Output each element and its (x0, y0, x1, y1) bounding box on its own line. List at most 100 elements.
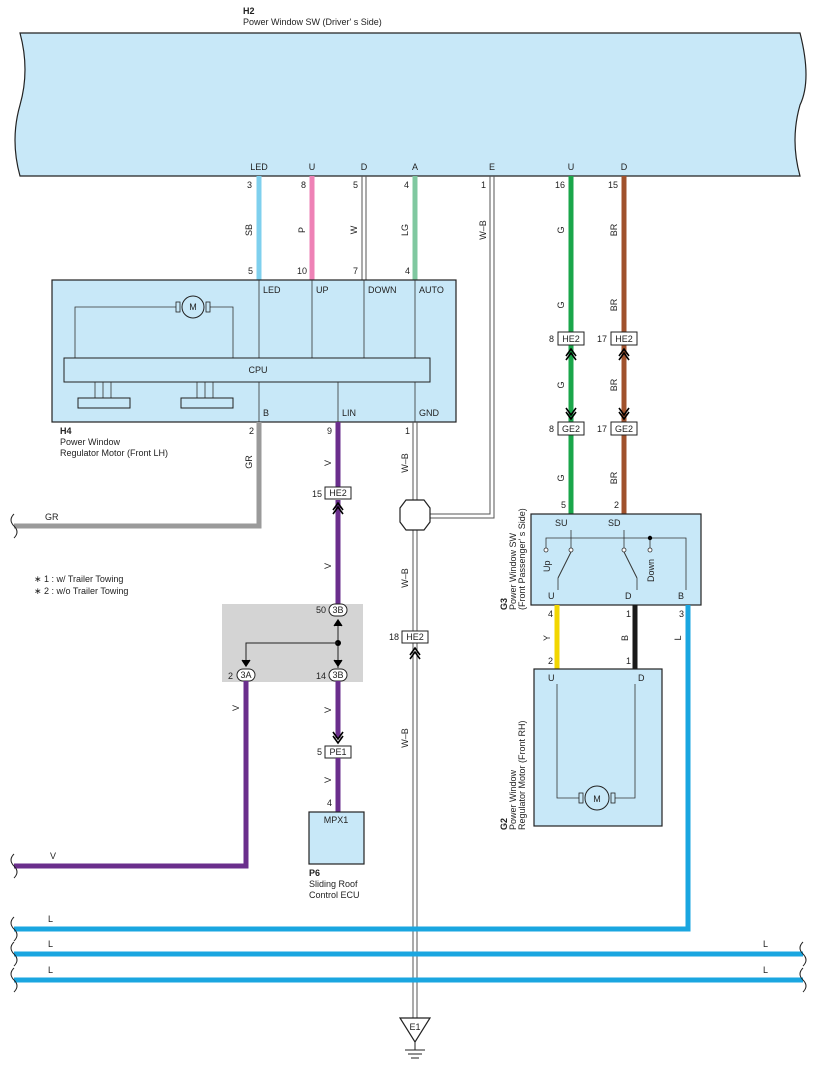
h2-term-a: A (412, 162, 418, 172)
svg-text:GE2: GE2 (562, 424, 580, 434)
g3-term-sd: SD (608, 518, 621, 528)
svg-text:15: 15 (608, 180, 618, 190)
connector-ge2-g (557, 421, 585, 436)
svg-text:2: 2 (548, 656, 553, 666)
h4-term-auto: AUTO (419, 285, 444, 295)
svg-text:3B: 3B (332, 670, 343, 680)
ground-label: E1 (409, 1022, 420, 1032)
gnd-wire: W–B W–B 18 HE2 W–B E1 (389, 422, 432, 1059)
svg-text:9: 9 (327, 426, 332, 436)
svg-text:4: 4 (548, 609, 553, 619)
h4-term-b: B (263, 408, 269, 418)
connector-he2-gnd (401, 630, 429, 644)
svg-text:BR: BR (609, 223, 619, 236)
g3-switch: SU SD Up Down U D B G3 Power Window SW (… (499, 508, 702, 610)
svg-text:HE2: HE2 (406, 632, 424, 642)
gr-wire: GR GR (10, 422, 262, 539)
svg-text:M: M (593, 794, 601, 804)
g3-up-label: Up (542, 560, 552, 572)
h2-term-led: LED (250, 162, 268, 172)
svg-text:HE2: HE2 (562, 334, 580, 344)
g2-name1: Power Window (508, 769, 518, 830)
v-wire-left: V V (10, 681, 249, 879)
p6-ecu: MPX1 P6 Sliding Roof Control ECU (308, 811, 365, 900)
svg-text:16: 16 (555, 180, 565, 190)
svg-text:BR: BR (609, 298, 619, 311)
svg-text:5: 5 (561, 500, 566, 510)
svg-text:GE2: GE2 (615, 424, 633, 434)
h4-term-gnd: GND (419, 408, 440, 418)
svg-text:W–B: W–B (478, 220, 488, 240)
svg-text:17: 17 (597, 424, 607, 434)
p6-terminal: MPX1 (324, 815, 349, 825)
svg-text:V: V (323, 777, 333, 783)
svg-text:L: L (763, 965, 768, 975)
svg-text:4: 4 (405, 266, 410, 276)
svg-text:HE2: HE2 (615, 334, 633, 344)
svg-text:Y: Y (542, 635, 552, 641)
svg-text:8: 8 (549, 424, 554, 434)
v-wire-lower: V 5 PE1 V 4 (317, 681, 352, 812)
svg-text:5: 5 (353, 180, 358, 190)
svg-text:V: V (323, 707, 333, 713)
l-bus: L L L L L (10, 914, 807, 993)
svg-text:15: 15 (312, 489, 322, 499)
h2-term-e: E (489, 162, 495, 172)
svg-text:LG: LG (400, 224, 410, 236)
pins-h4-top: 5 10 7 4 (248, 266, 410, 276)
svg-text:1: 1 (626, 609, 631, 619)
svg-text:1: 1 (626, 656, 631, 666)
note-1: ∗ 1 : w/ Trailer Towing (34, 574, 123, 584)
svg-text:B: B (620, 635, 630, 641)
svg-text:4: 4 (404, 180, 409, 190)
svg-text:GR: GR (244, 455, 254, 469)
svg-text:14: 14 (316, 671, 326, 681)
svg-text:G: G (556, 301, 566, 308)
g2-motor-icon (584, 785, 610, 811)
h2-switch: H2 Power Window SW (Driver' s Side) LED … (14, 6, 807, 177)
h2-body (14, 32, 807, 177)
h2-code: H2 (243, 6, 255, 16)
svg-text:L: L (48, 965, 53, 975)
svg-text:2: 2 (249, 426, 254, 436)
p6-code: P6 (309, 868, 320, 878)
svg-text:W–B: W–B (400, 728, 410, 748)
svg-text:L: L (673, 635, 683, 640)
svg-text:P: P (297, 227, 307, 233)
g3-name1: Power Window SW (508, 532, 518, 610)
g2-motor: U D M G2 Power Window Regulator Motor (F… (499, 668, 663, 830)
h2-term-u: U (309, 162, 316, 172)
notes: ∗ 1 : w/ Trailer Towing ∗ 2 : w/o Traile… (34, 574, 128, 596)
svg-text:1: 1 (481, 180, 486, 190)
g3-g2-wires: 4 1 3 Y B 2 1 L (14, 605, 691, 932)
svg-text:3: 3 (679, 609, 684, 619)
svg-text:10: 10 (297, 266, 307, 276)
svg-text:L: L (48, 914, 53, 924)
h4-code: H4 (60, 426, 72, 436)
g3-term-su: SU (555, 518, 568, 528)
g3-code: G3 (499, 598, 509, 610)
svg-text:3: 3 (247, 180, 252, 190)
svg-text:BR: BR (609, 471, 619, 484)
svg-text:1: 1 (405, 426, 410, 436)
ground-e1-icon (398, 1017, 432, 1044)
h4-name1: Power Window (60, 437, 121, 447)
pins-h2: 3 8 5 4 1 16 15 (247, 180, 618, 190)
h4-name2: Regulator Motor (Front LH) (60, 448, 168, 458)
connector-he2-g (557, 331, 585, 346)
p6-name2: Control ECU (309, 890, 360, 900)
svg-text:W–B: W–B (400, 568, 410, 588)
svg-text:V: V (323, 563, 333, 569)
svg-text:50: 50 (316, 605, 326, 615)
svg-text:G: G (556, 381, 566, 388)
p6-name1: Sliding Roof (309, 879, 358, 889)
svg-text:G: G (556, 226, 566, 233)
svg-text:V: V (323, 460, 333, 466)
svg-text:BR: BR (609, 378, 619, 391)
svg-text:G: G (556, 474, 566, 481)
svg-text:8: 8 (301, 180, 306, 190)
svg-text:PE1: PE1 (329, 747, 346, 757)
lin-wire: V 15 HE2 V (312, 422, 352, 605)
svg-text:HE2: HE2 (329, 488, 347, 498)
